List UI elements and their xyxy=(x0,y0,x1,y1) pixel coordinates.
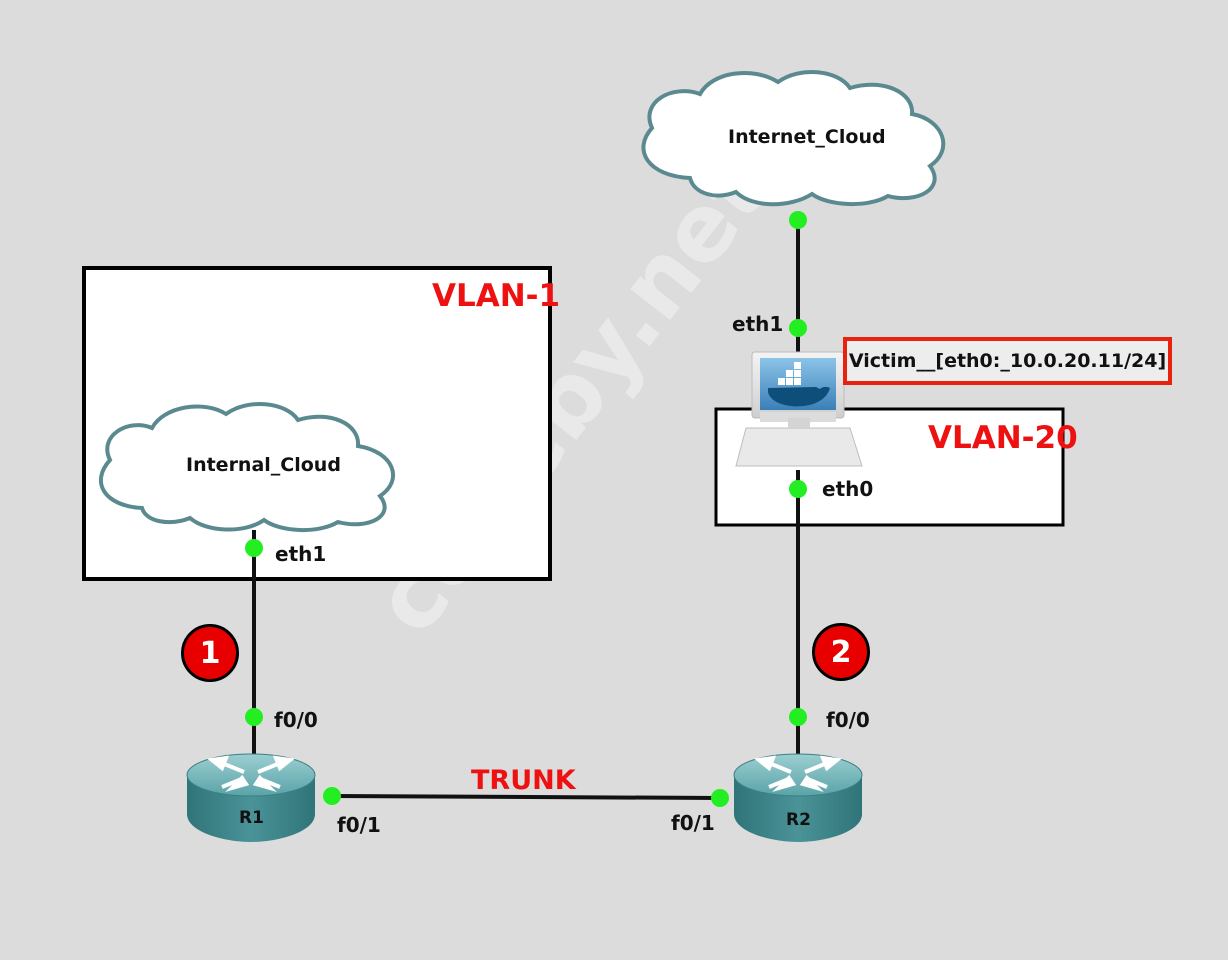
port-dot-victim-eth1[interactable] xyxy=(789,319,807,337)
router-r2-icon[interactable] xyxy=(733,753,863,842)
port-dot-r1-f0-0[interactable] xyxy=(245,708,263,726)
r1-f0-0-label: f0/0 xyxy=(274,708,318,732)
r1-f0-1-label: f0/1 xyxy=(337,813,381,837)
step-badge-2-number: 2 xyxy=(830,634,852,670)
port-dot-r2-f0-1[interactable] xyxy=(711,789,729,807)
victim-label: Victim__[eth0:_10.0.20.11/24] xyxy=(848,350,1167,372)
port-dot-internal-eth1[interactable] xyxy=(245,539,263,557)
victim-label-box[interactable]: Victim__[eth0:_10.0.20.11/24] xyxy=(843,337,1172,385)
internal-cloud-label: Internal_Cloud xyxy=(186,454,341,476)
internet-cloud-icon[interactable] xyxy=(641,70,946,207)
router-r1-icon[interactable] xyxy=(186,753,316,842)
vlan-1-title: VLAN-1 xyxy=(432,278,561,314)
vlan-20-title: VLAN-20 xyxy=(928,420,1078,456)
link-trunk xyxy=(331,794,721,800)
router-r1-label: R1 xyxy=(239,808,264,828)
r2-f0-0-label: f0/0 xyxy=(826,708,870,732)
internet-cloud-label: Internet_Cloud xyxy=(728,126,886,148)
vlan-20-box xyxy=(714,407,1065,527)
step-badge-2: 2 xyxy=(812,623,870,681)
port-dot-r1-f0-1[interactable] xyxy=(323,787,341,805)
victim-eth1-label: eth1 xyxy=(732,312,784,336)
r2-f0-1-label: f0/1 xyxy=(671,811,715,835)
trunk-label: TRUNK xyxy=(471,765,576,796)
victim-workstation-icon[interactable] xyxy=(735,351,863,467)
step-badge-1-number: 1 xyxy=(199,635,221,671)
port-dot-victim-eth0[interactable] xyxy=(789,480,807,498)
internal-cloud-icon[interactable] xyxy=(98,402,395,532)
router-r2-label: R2 xyxy=(786,810,811,830)
port-dot-r2-f0-0[interactable] xyxy=(789,708,807,726)
step-badge-1: 1 xyxy=(181,624,239,682)
internal-cloud-eth1-label: eth1 xyxy=(275,542,327,566)
port-dot-internet-cloud[interactable] xyxy=(789,211,807,229)
victim-eth0-label: eth0 xyxy=(822,477,874,501)
